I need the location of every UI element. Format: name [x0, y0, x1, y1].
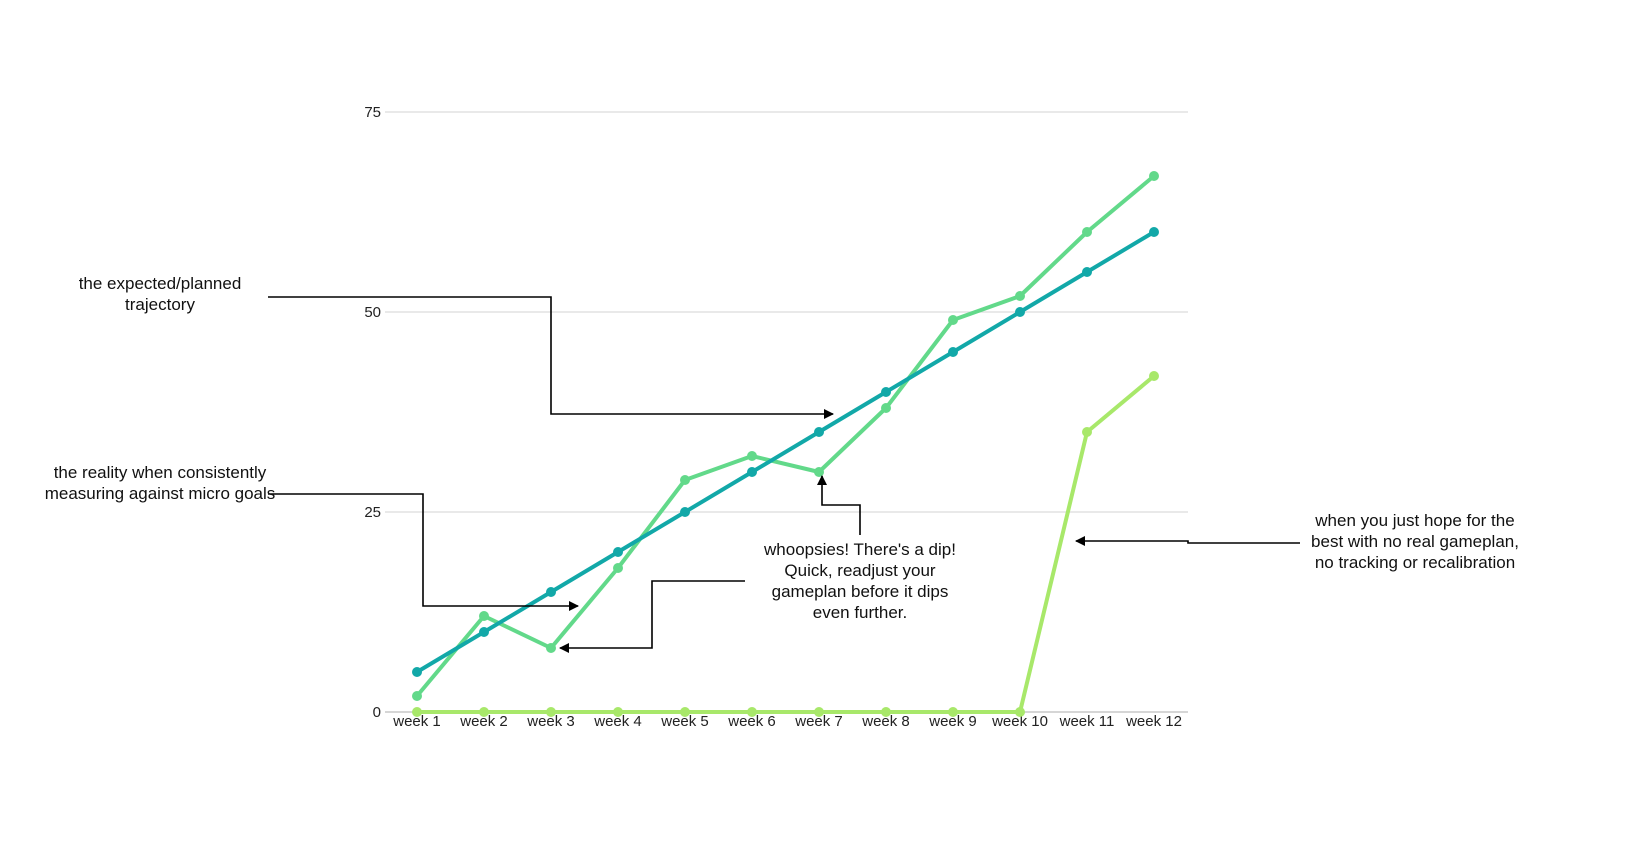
x-tick-label: week 4	[593, 713, 642, 730]
series-line-2	[415, 374, 1156, 714]
x-tick-label: week 7	[794, 713, 843, 730]
data-point	[948, 707, 958, 717]
x-tick-label: week 6	[727, 713, 776, 730]
y-tick-label: 50	[364, 304, 381, 321]
y-tick-label: 25	[364, 504, 381, 521]
data-point	[1149, 371, 1159, 381]
series-0	[412, 227, 1159, 677]
data-point	[747, 467, 757, 477]
data-point	[948, 347, 958, 357]
x-tick-label: week 5	[660, 713, 709, 730]
x-tick-label: week 10	[991, 713, 1048, 730]
data-point	[412, 667, 422, 677]
y-tick-label: 75	[364, 104, 381, 121]
data-point	[814, 707, 824, 717]
series-group	[412, 171, 1159, 717]
x-tick-label: week 3	[526, 713, 575, 730]
y-axis-ticks: 0 25 50 75	[364, 104, 381, 721]
data-point	[1149, 227, 1159, 237]
data-point	[546, 707, 556, 717]
x-tick-label: week 2	[459, 713, 508, 730]
series-2	[412, 371, 1159, 717]
data-point	[613, 547, 623, 557]
data-point	[680, 475, 690, 485]
data-point	[747, 707, 757, 717]
data-point	[1082, 267, 1092, 277]
x-tick-label: week 9	[928, 713, 977, 730]
connector-dip-to-point	[817, 475, 861, 535]
data-point	[1082, 427, 1092, 437]
data-point	[546, 587, 556, 597]
connector-no-gameplan	[1075, 536, 1300, 546]
data-point	[479, 627, 489, 637]
annotation-micro-goals-reality: the reality when consistently measuring …	[44, 463, 276, 503]
x-tick-label: week 11	[1059, 713, 1115, 730]
series-1	[412, 171, 1159, 701]
connector-dip-from-text	[559, 580, 745, 653]
x-axis-ticks: week 1 week 2 week 3 week 4 week 5 week 6 week…	[392, 713, 1182, 730]
annotation-dip-warning: whoopsies! There's a dip! Quick, readjus…	[764, 540, 956, 622]
data-point	[814, 427, 824, 437]
annotation-no-gameplan: when you just hope for the best with no …	[1311, 511, 1519, 572]
annotation-connectors	[268, 296, 1300, 653]
connector-expected	[268, 296, 834, 419]
data-point	[1015, 291, 1025, 301]
data-point	[948, 315, 958, 325]
data-point	[1082, 227, 1092, 237]
data-point	[1149, 171, 1159, 181]
data-point	[1015, 307, 1025, 317]
data-point	[546, 643, 556, 653]
data-point	[747, 451, 757, 461]
series-line-1	[415, 174, 1156, 698]
data-point	[680, 507, 690, 517]
data-point	[412, 707, 422, 717]
data-point	[479, 707, 489, 717]
connector-micro-goals	[268, 493, 579, 611]
data-point	[881, 403, 891, 413]
data-point	[814, 467, 824, 477]
x-tick-label: week 8	[861, 713, 910, 730]
x-tick-label: week 1	[392, 713, 441, 730]
data-point	[412, 691, 422, 701]
series-line-0	[415, 230, 1156, 674]
x-tick-label: week 12	[1125, 713, 1182, 730]
data-point	[881, 707, 891, 717]
data-point	[1015, 707, 1025, 717]
data-point	[680, 707, 690, 717]
data-point	[479, 611, 489, 621]
annotation-expected-trajectory: the expected/planned trajectory	[78, 274, 242, 314]
data-point	[613, 707, 623, 717]
data-point	[613, 563, 623, 573]
y-tick-label: 0	[373, 704, 381, 721]
data-point	[881, 387, 891, 397]
